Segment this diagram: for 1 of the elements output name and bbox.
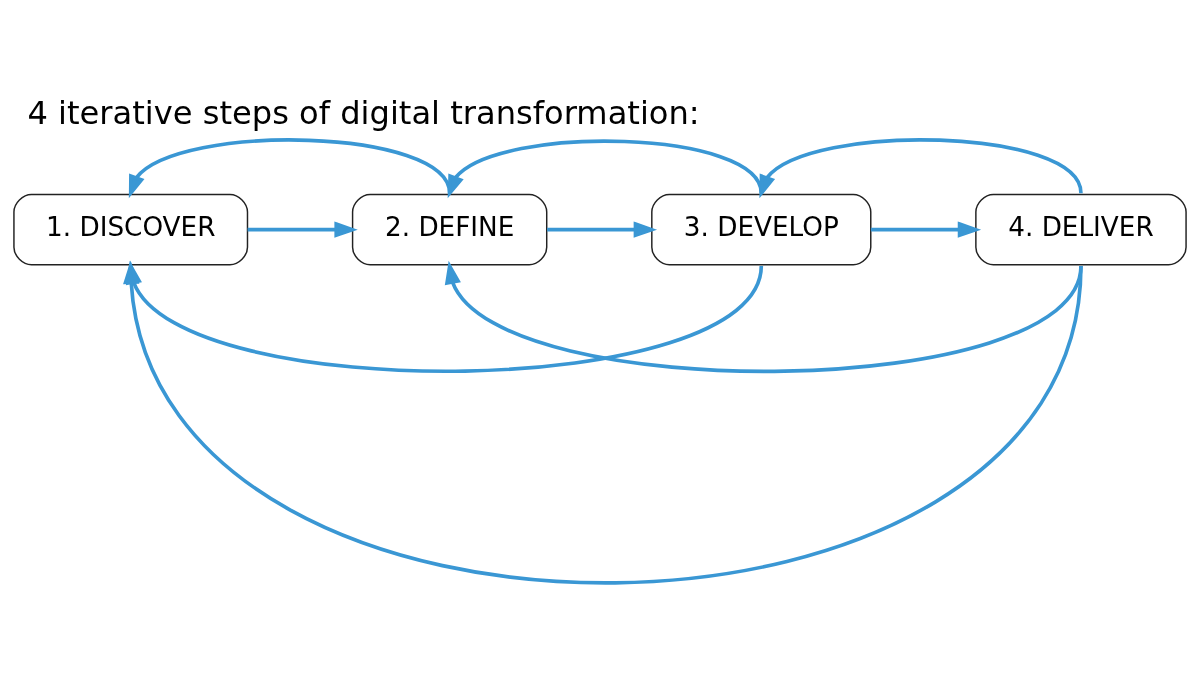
- diagram-title: 4 iterative steps of digital transformation:: [27, 94, 700, 133]
